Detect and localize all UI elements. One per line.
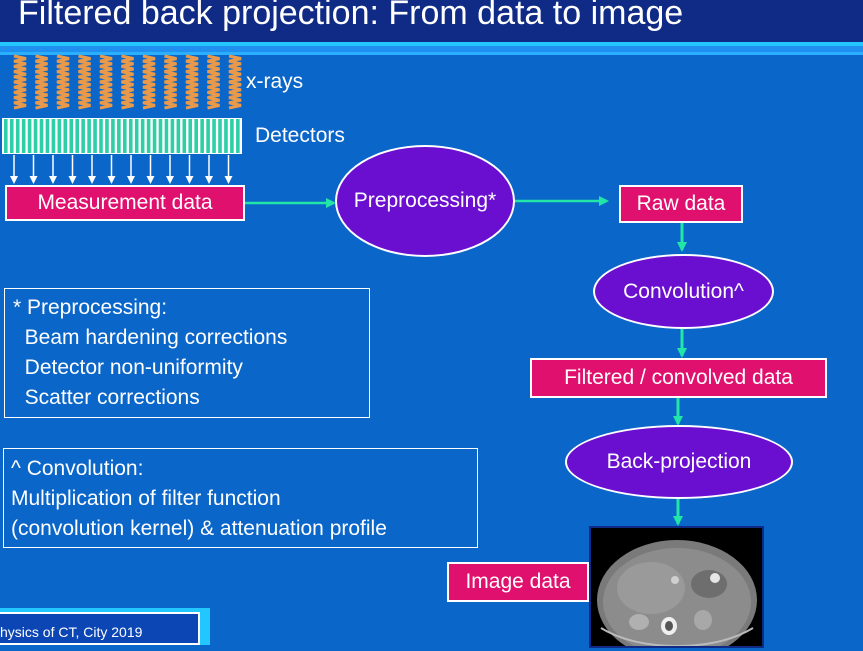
detector-cell bbox=[188, 119, 193, 153]
detector-cell bbox=[200, 119, 204, 153]
detector-cell bbox=[45, 119, 50, 153]
detector-cell bbox=[117, 119, 121, 153]
detector-arrows bbox=[10, 155, 233, 184]
footer-text: hysics of CT, City 2019 bbox=[0, 624, 143, 640]
xray-wave-icon bbox=[13, 54, 242, 110]
ct-scan-image bbox=[589, 526, 764, 651]
preprocessing-ellipse: Preprocessing* bbox=[335, 145, 515, 257]
xray-wave bbox=[207, 54, 220, 110]
detector-cell bbox=[182, 119, 187, 153]
detector-cell bbox=[140, 119, 145, 153]
detector-cell bbox=[134, 119, 139, 153]
title-rule bbox=[0, 46, 863, 52]
detector-cell bbox=[105, 119, 109, 153]
detector-cell bbox=[176, 119, 181, 153]
xray-wave bbox=[185, 54, 199, 110]
filtered-data-box: Filtered / convolved data bbox=[530, 358, 827, 398]
detector-cell bbox=[93, 119, 97, 153]
xray-wave bbox=[228, 54, 242, 110]
detector-cell bbox=[99, 119, 103, 153]
detector-cell bbox=[81, 119, 85, 153]
detector-cell bbox=[224, 119, 228, 153]
detector-cell bbox=[87, 119, 91, 153]
xray-wave bbox=[142, 54, 156, 110]
xrays-label: x-rays bbox=[246, 70, 304, 93]
detector-cell bbox=[212, 119, 216, 153]
detector-cell bbox=[57, 119, 62, 153]
xray-wave bbox=[99, 54, 113, 110]
xray-wave bbox=[121, 54, 134, 110]
detector-cell bbox=[15, 119, 20, 153]
detector-cell bbox=[152, 119, 157, 153]
measurement-data-box: Measurement data bbox=[5, 185, 245, 221]
footer-box bbox=[0, 612, 200, 645]
preprocessing-note: * Preprocessing: Beam hardening correcti… bbox=[4, 288, 370, 418]
detector-cell bbox=[21, 119, 26, 153]
detector-cell bbox=[4, 119, 8, 153]
detector-cell bbox=[206, 119, 210, 153]
title-bar bbox=[0, 0, 863, 42]
xray-wave bbox=[78, 54, 91, 110]
detector-cell bbox=[9, 119, 14, 153]
backprojection-ellipse: Back-projection bbox=[565, 425, 793, 499]
detector-cell bbox=[164, 119, 169, 153]
detector-cell bbox=[75, 119, 79, 153]
xray-wave bbox=[35, 54, 48, 110]
detector-cell bbox=[63, 119, 68, 153]
title-rule bbox=[0, 52, 863, 55]
detector-cell bbox=[236, 119, 240, 153]
convolution-note: ^ Convolution: Multiplication of filter … bbox=[3, 448, 478, 548]
xray-wave bbox=[13, 54, 27, 110]
detector-cell bbox=[111, 119, 115, 153]
detector-cell bbox=[39, 119, 44, 153]
detector-array-icon bbox=[2, 118, 242, 154]
detector-cell bbox=[51, 119, 56, 153]
xray-wave bbox=[164, 54, 177, 110]
image-data-box: Image data bbox=[447, 562, 589, 602]
detector-cell bbox=[128, 119, 133, 153]
detector-cell bbox=[146, 119, 151, 153]
detector-cell bbox=[170, 119, 175, 153]
raw-data-box: Raw data bbox=[619, 185, 743, 223]
slide-title: Filtered back projection: From data to i… bbox=[18, 0, 684, 32]
detector-cell bbox=[33, 119, 38, 153]
detector-cell bbox=[230, 119, 234, 153]
detector-cell bbox=[27, 119, 32, 153]
detector-cell bbox=[218, 119, 222, 153]
detectors-label: Detectors bbox=[255, 124, 345, 147]
xray-wave bbox=[56, 54, 70, 110]
detector-cell bbox=[123, 119, 127, 153]
ct-scan-drawing bbox=[591, 528, 762, 651]
detector-cell bbox=[158, 119, 163, 153]
title-rule bbox=[0, 42, 863, 46]
detector-cell bbox=[69, 119, 74, 153]
detector-cell bbox=[194, 119, 198, 153]
convolution-ellipse: Convolution^ bbox=[593, 254, 774, 329]
